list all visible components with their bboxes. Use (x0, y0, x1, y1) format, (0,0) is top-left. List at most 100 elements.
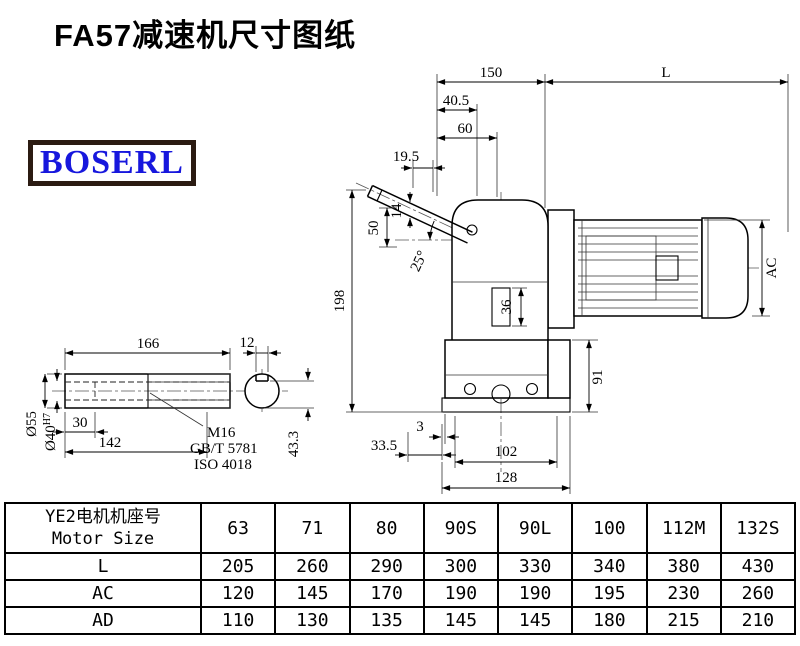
cell-AC: 190 (496, 579, 574, 608)
dim-128-label: 128 (495, 470, 518, 486)
cell-L: 300 (422, 552, 500, 581)
motor-size-label-cn: YE2电机机座号 (45, 506, 161, 527)
dim-AC: AC (704, 219, 780, 317)
cell-AD: 110 (199, 606, 277, 635)
size-column-header: 100 (571, 502, 648, 554)
dim-30-label: 30 (73, 415, 88, 431)
dim-30: 30 (52, 412, 108, 438)
cell-AC: 195 (571, 579, 648, 608)
row-label-AD: AD (4, 606, 202, 635)
dim-36-label: 36 (499, 299, 515, 315)
shaft-cross-section (244, 373, 280, 409)
dim-50-label: 50 (366, 221, 382, 236)
size-column-header: 90S (422, 502, 500, 554)
flange-bolt-hole (525, 382, 539, 396)
cell-L: 260 (274, 552, 351, 581)
cell-AD: 135 (348, 606, 425, 635)
thread-note-gbt: GB/T 5781 (190, 441, 258, 457)
table-header-row: YE2电机机座号 Motor Size 63 71 80 90S 90L 100… (4, 502, 797, 554)
motor (547, 209, 749, 329)
row-label-AC: AC (4, 579, 202, 608)
dim-60-label: 60 (458, 121, 473, 137)
cell-AC: 260 (719, 579, 797, 608)
cell-AD: 130 (274, 606, 351, 635)
dim-60: 60 (437, 121, 498, 197)
dim-40-5: 40.5 (437, 93, 478, 196)
cell-L: 205 (199, 552, 277, 581)
dim-dia40: Ø40H7 (42, 369, 60, 451)
motor-size-header-cell: YE2电机机座号 Motor Size (4, 502, 202, 554)
dim-12: 12 (240, 335, 281, 372)
gearbox-housing (441, 199, 571, 413)
dim-43-3: 43.3 (264, 368, 314, 457)
output-flange-rib (547, 339, 571, 399)
dim-50: 50 (366, 207, 397, 248)
dim-25-deg: 25° (408, 220, 435, 274)
cell-AD: 180 (571, 606, 648, 635)
dim-19-5-label: 19.5 (393, 149, 419, 165)
dim-12-label: 12 (240, 335, 255, 351)
dim-43-3-label: 43.3 (286, 431, 302, 457)
fan-cover (701, 217, 749, 319)
dim-166: 166 (64, 336, 231, 370)
table-row-AC: AC 120 145 170 190 190 195 230 260 (4, 579, 797, 608)
dim-128: 128 (441, 416, 571, 494)
dim-33-5-label: 33.5 (371, 438, 397, 454)
cell-AD: 145 (496, 606, 574, 635)
size-column-header: 132S (719, 502, 797, 554)
row-label-L: L (4, 552, 202, 581)
cell-L: 290 (348, 552, 425, 581)
dim-L-label: L (661, 65, 670, 81)
dim-150-label: 150 (480, 65, 503, 81)
dim-150: 150 (436, 65, 546, 208)
cell-AC: 120 (199, 579, 277, 608)
output-bore (491, 287, 511, 327)
flange-bolt-hole (463, 382, 477, 396)
dim-102-label: 102 (495, 444, 518, 460)
dim-dia40-label: Ø40H7 (42, 413, 59, 451)
dim-14: 14 (389, 192, 413, 228)
dim-19-5: 19.5 (393, 149, 445, 192)
dim-91-label: 91 (590, 370, 606, 385)
output-center-hole (491, 384, 511, 404)
motor-body (573, 219, 703, 317)
dim-198-label: 198 (332, 290, 348, 313)
dim-dia40-sup: H7 (42, 413, 53, 425)
motor-size-label-en: Motor Size (51, 529, 155, 549)
cell-AC: 170 (348, 579, 425, 608)
cell-AC: 190 (422, 579, 500, 608)
dim-dia40-base: Ø40 (43, 425, 59, 451)
motor-flange (547, 209, 575, 329)
size-column-header: 90L (496, 502, 574, 554)
size-column-header: 63 (199, 502, 277, 554)
thread-note-m16: M16 (207, 425, 236, 441)
dim-dia55-label: Ø55 (24, 411, 40, 437)
dim-AC-label: AC (764, 258, 780, 279)
dim-33-5: 33.5 (371, 432, 456, 462)
dim-198: 198 (332, 189, 443, 413)
dim-142-label: 142 (99, 435, 122, 451)
dim-L: L (545, 65, 789, 232)
cell-L: 380 (645, 552, 722, 581)
cell-L: 330 (496, 552, 574, 581)
cell-L: 430 (719, 552, 797, 581)
cell-L: 340 (571, 552, 648, 581)
size-column-header: 71 (274, 502, 351, 554)
input-shaft (366, 184, 473, 244)
cell-AD: 145 (422, 606, 500, 635)
table-row-AD: AD 110 130 135 145 145 180 215 210 (4, 606, 797, 635)
dim-25-deg-label: 25° (408, 248, 431, 274)
cell-AD: 215 (645, 606, 722, 635)
dim-40-5-label: 40.5 (443, 93, 469, 109)
motor-dimension-table: YE2电机机座号 Motor Size 63 71 80 90S 90L 100… (4, 502, 797, 635)
size-column-header: 112M (645, 502, 722, 554)
dim-3-label: 3 (416, 419, 424, 435)
cell-AD: 210 (719, 606, 797, 635)
dim-36: 36 (499, 287, 527, 327)
thread-note: M16 GB/T 5781 ISO 4018 (149, 392, 258, 473)
boserl-logo-text: BOSERL (40, 144, 184, 181)
size-column-header: 80 (348, 502, 425, 554)
output-flange (441, 397, 571, 413)
hollow-shaft-detail (64, 373, 231, 409)
